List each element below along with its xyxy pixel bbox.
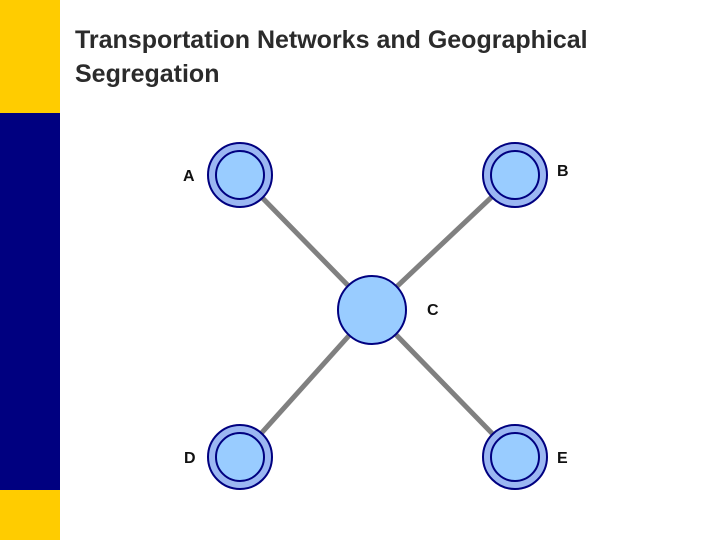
left-accent-bar-navy bbox=[0, 113, 60, 490]
node-label-e: E bbox=[557, 450, 568, 467]
node-b bbox=[482, 142, 548, 208]
node-c-circle bbox=[337, 275, 407, 345]
left-accent-bar-yellow-bottom bbox=[0, 490, 60, 540]
node-d-inner-circle bbox=[215, 432, 265, 482]
node-c bbox=[337, 275, 407, 345]
node-label-a: A bbox=[183, 168, 195, 185]
node-e bbox=[482, 424, 548, 490]
node-b-inner-circle bbox=[490, 150, 540, 200]
node-label-d: D bbox=[184, 450, 196, 467]
slide-title-line-1: Transportation Networks and Geographical bbox=[75, 26, 588, 54]
node-e-inner-circle bbox=[490, 432, 540, 482]
node-d bbox=[207, 424, 273, 490]
node-a-inner-circle bbox=[215, 150, 265, 200]
left-accent-bar-yellow-top bbox=[0, 0, 60, 113]
slide-title-line-2: Segregation bbox=[75, 60, 220, 88]
node-label-c: C bbox=[427, 302, 439, 319]
nodes-layer bbox=[207, 142, 548, 490]
node-a bbox=[207, 142, 273, 208]
node-label-b: B bbox=[557, 163, 569, 180]
